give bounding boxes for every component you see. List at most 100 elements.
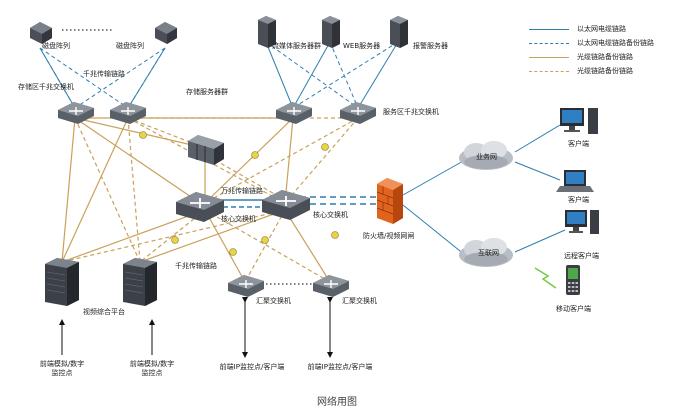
label-core-switch: 核心交换机 [221,215,256,223]
legend-item: 以太网电缆链路备份链路 [529,38,669,48]
storage-server-group-icon [188,135,224,165]
connector-dot [251,151,259,159]
link-ethernet [402,159,466,196]
label-front-monitor: 前端模拟/数字 [39,360,85,368]
label-aggregation-switch: 汇聚交换机 [256,297,291,305]
laptop-icon [556,170,594,192]
label-front-monitor-point: 监控点 [141,369,163,377]
connector-dot [229,248,237,256]
legend-label: 光缆链路备份链路 [577,53,633,61]
service-switch-icon [276,102,312,124]
link-fiber [127,117,141,263]
legend-swatch-fiber-solid [529,57,569,58]
link-fiber [284,209,331,283]
link-fiber [61,117,76,263]
label-client: 客户端 [568,196,589,204]
link-fiber [284,117,359,204]
label-internet: 互联网 [478,249,499,257]
label-front-ip: 前端IP监控点/客户端 [219,363,285,371]
label-core-switch: 核心交换机 [313,211,348,219]
link-ethernet [514,161,561,181]
link-fiber [204,117,359,204]
label-service-switch: 服务区千兆交换机 [383,108,439,116]
link-ethernet [402,204,466,256]
aggregation-switch-icon [228,275,264,297]
legend-item: 光缆链路备份链路 [529,66,669,76]
label-tengig-link: 万兆传输链路 [221,187,263,195]
legend-item: 以太网电缆链路 [529,24,669,34]
internet-cloud-icon [459,238,513,267]
link-server-service [329,41,359,109]
legend-swatch-ethernet-solid [529,29,569,30]
label-media-server: 流媒体服务器群 [272,42,321,50]
figure-caption: 网络用图 [317,397,357,408]
aggregation-switch-icon [313,275,349,297]
link-connectors [139,131,339,256]
link-fiber [74,117,141,263]
wireless-link [534,267,557,289]
label-gigabit-link: 千兆传输链路 [83,70,125,78]
label-business-net: 业务网 [476,153,497,161]
link-fiber [204,117,294,204]
mobile-phone-icon [566,265,580,295]
link-disk-storage [39,47,129,109]
disk-array-icon [30,22,52,44]
link-fiber [61,209,286,263]
link-fiber [74,117,201,204]
label-video-platform: 视频综合平台 [83,308,125,316]
link-fiber [61,209,206,263]
legend-swatch-fiber-dashed [529,71,569,72]
label-remote-client: 远程客户端 [564,252,599,260]
legend-label: 以太网电缆链路 [577,25,626,33]
link-server-service [357,41,399,109]
label-front-ip: 前端IP监控点/客户端 [307,363,373,371]
link-disk-storage [39,47,76,109]
connector-dot [331,231,339,239]
core-switch-icon [262,190,310,220]
legend-label: 光缆链路备份链路 [577,67,633,75]
link-fiber [204,209,246,283]
web-server-icon [322,16,340,48]
service-switch-icon [340,102,376,124]
label-firewall: 防火墙/视频网闸 [363,232,415,240]
label-client: 客户端 [568,140,589,148]
connector-dot [139,131,147,139]
legend-label: 以太网电缆链路备份链路 [577,39,654,47]
link-ethernet [514,124,561,153]
link-fiber [204,209,331,283]
label-disk-array: 磁盘阵列 [42,42,70,50]
storage-switch-icon [58,102,94,124]
link-server-service [292,41,331,109]
legend-swatch-ethernet-dashed [529,43,569,44]
link-server-service [265,41,294,109]
link-server-service [292,41,399,109]
core-switch-icon [176,192,224,222]
link-fiber [284,117,294,204]
label-storage-servers: 存储服务器群 [186,88,228,96]
legend-item: 光缆链路备份链路 [529,52,669,62]
link-disk-storage [127,47,166,109]
remote-computer-icon [565,210,599,234]
label-gigabit-link: 千兆传输链路 [175,262,217,270]
label-alarm-server: 报警服务器 [413,42,448,50]
label-front-monitor-point: 监控点 [51,369,73,377]
business-cloud-icon [459,141,513,170]
label-mobile-client: 移动客户端 [556,305,591,313]
firewall-icon [376,178,403,224]
disk-array-icon [155,22,177,44]
desktop-computer-icon [560,108,598,134]
connector-dot [321,143,329,151]
label-web-server: WEB服务器 [343,42,381,50]
label-front-monitor: 前端模拟/数字 [129,360,175,368]
connector-dot [171,236,179,244]
alarm-server-icon [390,16,408,48]
media-server-icon [258,16,276,48]
video-platform-rack-icon [45,258,79,306]
label-disk-array: 磁盘阵列 [116,42,144,50]
label-aggregation-switch: 汇聚交换机 [342,297,377,305]
link-fiber [61,117,129,263]
storage-switch-icon [110,102,146,124]
connector-dot [261,236,269,244]
